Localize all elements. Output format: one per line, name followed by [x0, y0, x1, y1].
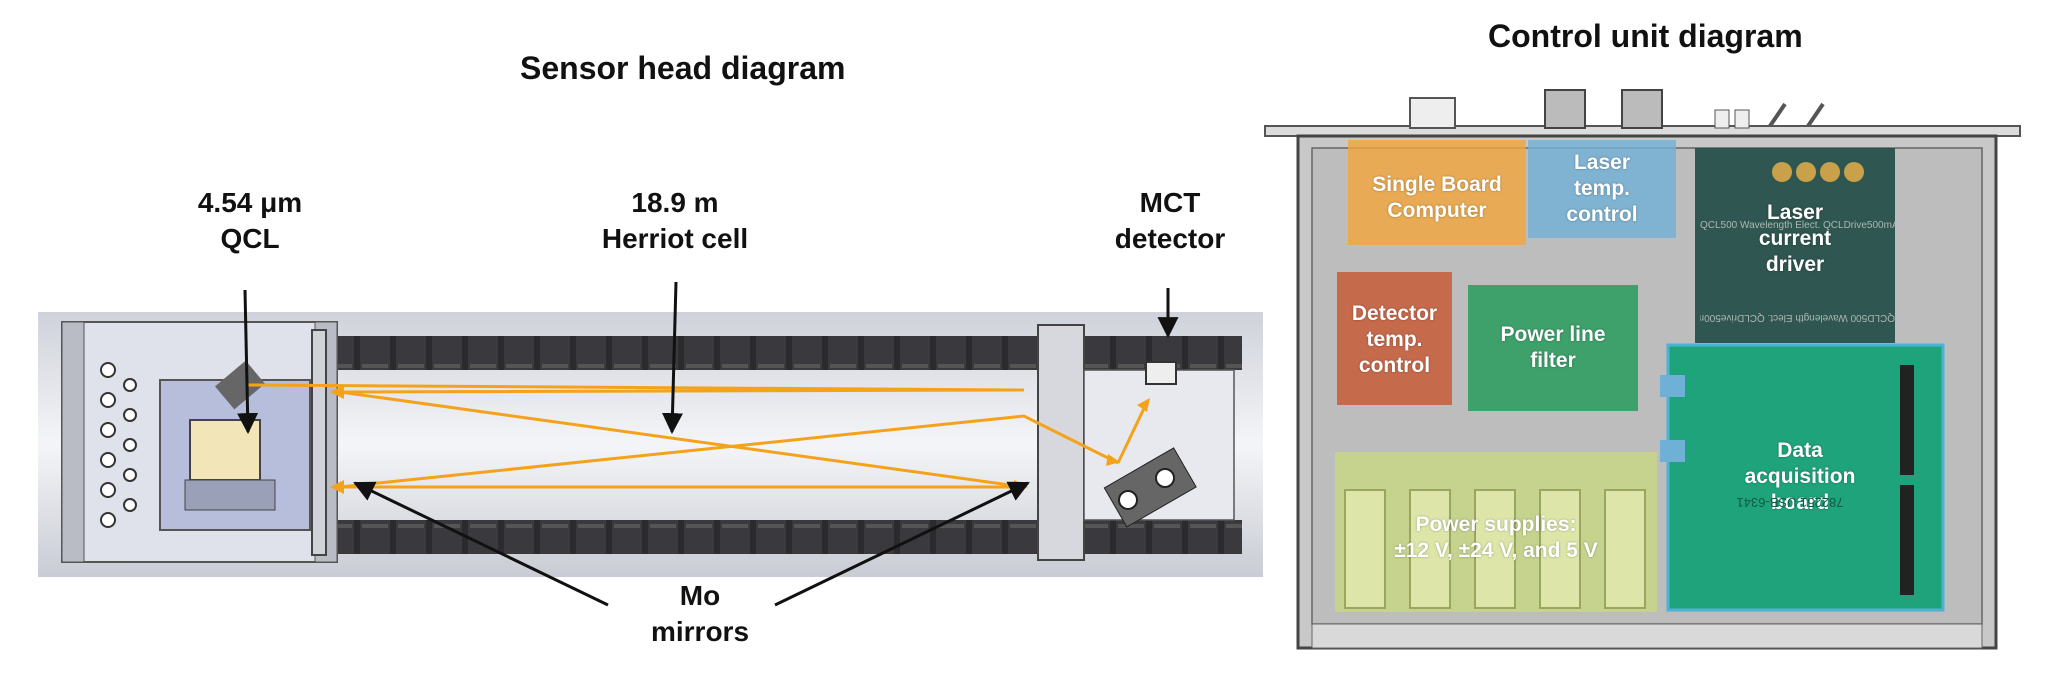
detector-temp-label-line2: temp.: [1366, 328, 1423, 351]
laser-driver-label-line2: current: [1758, 227, 1832, 250]
laser-temp-label-line1: Laser: [1573, 151, 1631, 174]
beam-arrowhead-4: [1137, 398, 1150, 412]
daq-connectors: [1660, 365, 1914, 595]
mirror-callout-arrow-left: [353, 481, 609, 607]
mct-label-line1: MCT: [1139, 187, 1201, 218]
mct-detector: [1145, 361, 1177, 385]
sensor-head-title: Sensor head diagram: [520, 50, 846, 86]
beam-arrowhead-2: [330, 480, 344, 494]
qcl-housing: [61, 321, 338, 563]
daq-label: Data acquisition board: [1700, 438, 1900, 516]
right-mirror-assembly: [1103, 447, 1197, 528]
qcl-label-line1: 4.54 μm: [197, 187, 303, 218]
power-supplies-label-line2: ±12 V, ±24 V, and 5 V: [1394, 539, 1598, 562]
power-filter-label-line2: filter: [1530, 349, 1576, 372]
laser-temp-label: Laser temp. control: [1528, 150, 1676, 228]
laser-temp-region: [1528, 140, 1676, 238]
laser-driver-board-text-bottom: QCLD500 Wavelength Elect. QCLDrive500mA: [1700, 312, 1895, 323]
mirrors-label: Mo mirrors: [635, 578, 765, 650]
laser-driver-knobs: [1772, 162, 1864, 182]
daq-region: [1666, 343, 1945, 612]
beam-arrowhead-1: [330, 385, 344, 399]
herriot-label-line1: 18.9 m: [631, 187, 719, 218]
power-filter-label: Power line filter: [1468, 322, 1638, 374]
mirrors-label-line1: Mo: [679, 580, 721, 611]
detector-temp-label-line1: Detector: [1351, 302, 1438, 325]
daq-label-line2: acquisition: [1744, 465, 1856, 488]
sbc-label: Single Board Computer: [1348, 172, 1526, 224]
power-supply-cells: [1344, 489, 1646, 609]
sbc-region: [1348, 140, 1526, 245]
laser-driver-board-text-top: QCL500 Wavelength Elect. QCLDrive500mA: [1700, 220, 1895, 231]
qcl-label: 4.54 μm QCL: [170, 185, 330, 257]
laser-temp-label-line2: temp.: [1573, 177, 1630, 200]
herriot-label-line2: Herriot cell: [601, 223, 749, 254]
sbc-label-line1: Single Board: [1372, 173, 1502, 196]
detector-temp-label: Detector temp. control: [1337, 301, 1452, 379]
laser-driver-label-line3: driver: [1765, 253, 1825, 276]
mirrors-label-line2: mirrors: [650, 616, 750, 647]
detector-temp-region: [1337, 272, 1452, 405]
power-filter-region: [1468, 285, 1638, 411]
qcl-label-line2: QCL: [220, 223, 280, 254]
laser-driver-label: Laser current driver: [1695, 200, 1895, 278]
herriot-callout-arrow: [662, 281, 684, 435]
herriot-label: 18.9 m Herriot cell: [570, 185, 780, 257]
detector-temp-label-line3: control: [1358, 354, 1431, 377]
power-filter-label-line1: Power line: [1500, 323, 1606, 346]
daq-label-line1: Data: [1777, 439, 1823, 462]
mct-label: MCT detector: [1110, 185, 1230, 257]
daq-board-text: 782251 USB-6341: [1736, 495, 1844, 510]
mirror-callout-arrow-right: [774, 481, 1030, 607]
beam-arrowhead-5: [1106, 454, 1120, 466]
daq-label-line3: board: [1770, 491, 1830, 514]
qcl-callout-arrow: [237, 289, 259, 435]
power-supplies-label: Power supplies: ±12 V, ±24 V, and 5 V: [1335, 512, 1657, 564]
laser-driver-label-line1: Laser: [1766, 201, 1824, 224]
control-unit-title: Control unit diagram: [1488, 18, 1803, 54]
power-supplies-label-line1: Power supplies:: [1415, 513, 1577, 536]
mct-label-line2: detector: [1114, 223, 1226, 254]
left-mirror-mount: [311, 329, 327, 556]
laser-driver-region: [1695, 148, 1895, 343]
sbc-label-line2: Computer: [1387, 199, 1487, 222]
laser-temp-label-line3: control: [1566, 203, 1638, 226]
